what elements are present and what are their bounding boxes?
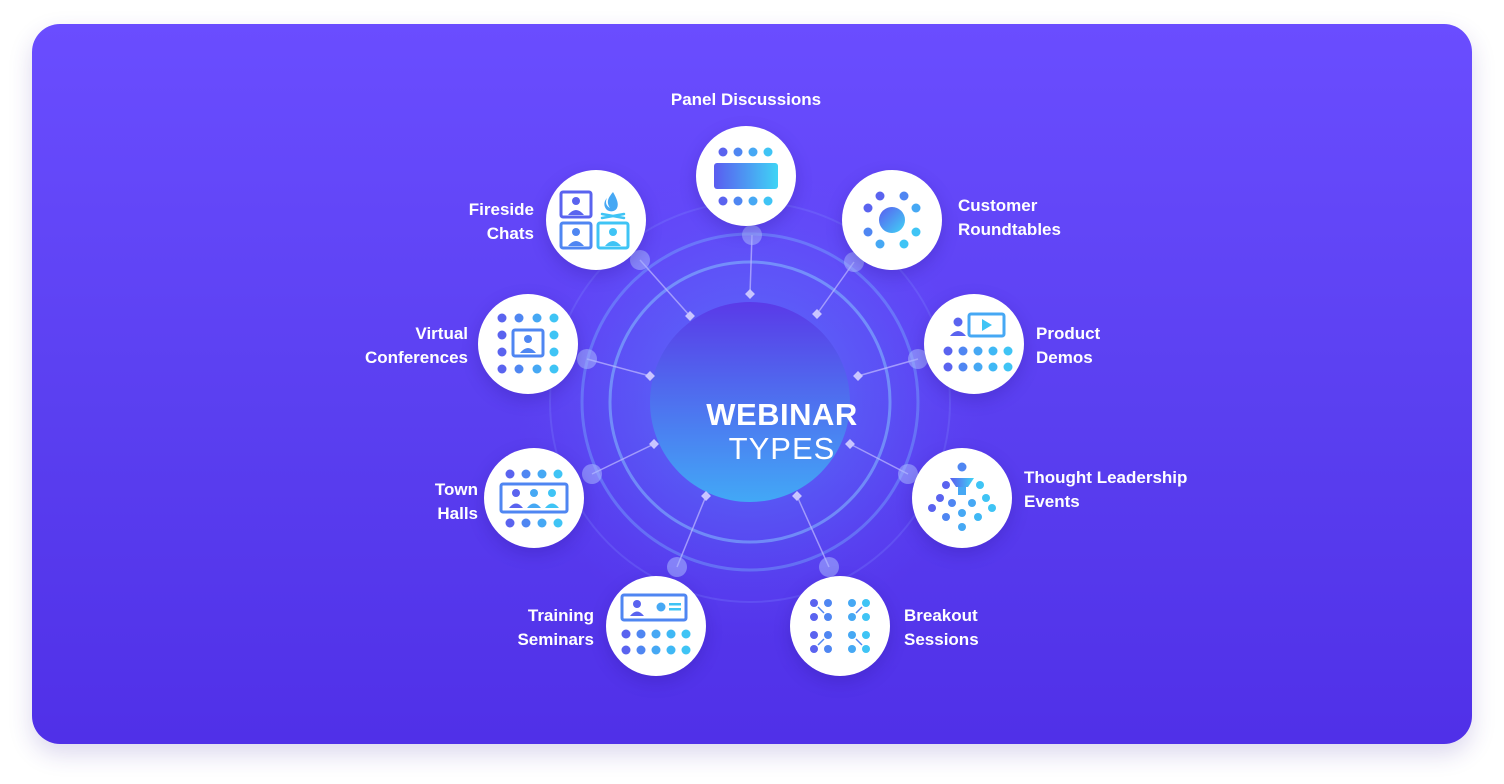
label-line: Chats <box>486 224 534 243</box>
connector-dot <box>908 349 928 369</box>
connector-dot <box>577 349 597 369</box>
label-line: Roundtables <box>958 220 1061 239</box>
node-virtual-conferences <box>478 294 578 394</box>
label-fireside-chats: Fireside Chats <box>404 198 534 246</box>
ring-3 <box>608 260 892 544</box>
center-title: WEBINAR TYPES <box>682 399 882 464</box>
connector-line <box>586 358 651 377</box>
node-training-seminars <box>606 576 706 676</box>
label-line: Training <box>527 606 594 625</box>
thought-leadership-icon <box>928 462 996 531</box>
connector-dot <box>819 557 839 577</box>
connector-diamond <box>853 371 863 381</box>
label-line: Town <box>434 480 478 499</box>
label-line: Virtual <box>415 324 468 343</box>
label-line: Events <box>1024 492 1080 511</box>
connector-dot <box>667 557 687 577</box>
connector-diamond <box>701 491 711 501</box>
node-panel-discussions <box>696 126 796 226</box>
label-training-seminars: Training Seminars <box>464 604 594 652</box>
breakout-sessions-icon <box>810 599 870 653</box>
label-line: Conferences <box>365 348 468 367</box>
connector-line <box>857 358 919 377</box>
label-line: Sessions <box>904 630 979 649</box>
connector-diamond <box>685 311 695 321</box>
connector-dots <box>577 225 928 577</box>
label-line: Demos <box>1036 348 1093 367</box>
label-line: Fireside <box>468 200 534 219</box>
label-line: Customer <box>958 196 1038 215</box>
connector-line <box>591 443 655 475</box>
town-hall-icon <box>499 469 569 528</box>
connector-line <box>639 259 691 317</box>
node-town-halls <box>484 448 584 548</box>
label-thought-leadership-events: Thought Leadership Events <box>1024 466 1187 514</box>
label-line: Breakout <box>904 606 978 625</box>
fireside-chat-icon <box>559 190 630 250</box>
connector-diamond <box>649 439 659 449</box>
panel-discussions-icon <box>714 147 778 206</box>
training-seminar-icon <box>620 593 691 655</box>
connector-diamond <box>745 289 755 299</box>
label-line: Seminars <box>517 630 594 649</box>
center-title-line2: TYPES <box>728 431 836 466</box>
connector-line <box>676 495 707 568</box>
node-customer-roundtables <box>842 170 942 270</box>
virtual-conference-icon <box>497 313 559 374</box>
label-line: Halls <box>437 504 478 523</box>
node-fireside-chats <box>546 170 646 270</box>
connector-dot <box>898 464 918 484</box>
label-line: Panel Discussions <box>670 90 822 109</box>
connector-dot <box>582 464 602 484</box>
label-panel-discussions: Panel Discussions <box>646 88 846 112</box>
node-breakout-sessions <box>790 576 890 676</box>
center-title-line1: WEBINAR <box>706 397 858 432</box>
product-demo-icon <box>943 312 1013 372</box>
label-line: Product <box>1036 324 1101 343</box>
connector-diamond <box>792 491 802 501</box>
label-virtual-conferences: Virtual Conferences <box>338 322 468 370</box>
connector-dot <box>742 225 762 245</box>
label-customer-roundtables: Customer Roundtables <box>958 194 1061 242</box>
connector-line <box>796 495 830 568</box>
connector-diamond <box>845 439 855 449</box>
connector-diamond <box>645 371 655 381</box>
label-town-halls: Town Halls <box>348 478 478 526</box>
node-thought-leadership-events <box>912 448 1012 548</box>
connector-lines <box>586 234 919 568</box>
node-product-demos <box>924 294 1024 394</box>
connector-dot <box>630 250 650 270</box>
center-core <box>650 302 850 502</box>
connector-line <box>816 261 855 315</box>
roundtable-icon <box>863 191 921 249</box>
diagram-background <box>515 167 985 637</box>
diagram-card: WEBINAR TYPES Panel Discussions Customer… <box>32 24 1472 744</box>
label-line: Thought Leadership <box>1024 468 1188 487</box>
connector-diamond <box>812 309 822 319</box>
label-product-demos: Product Demos <box>1036 322 1100 370</box>
label-breakout-sessions: Breakout Sessions <box>904 604 979 652</box>
connector-line <box>849 443 909 475</box>
